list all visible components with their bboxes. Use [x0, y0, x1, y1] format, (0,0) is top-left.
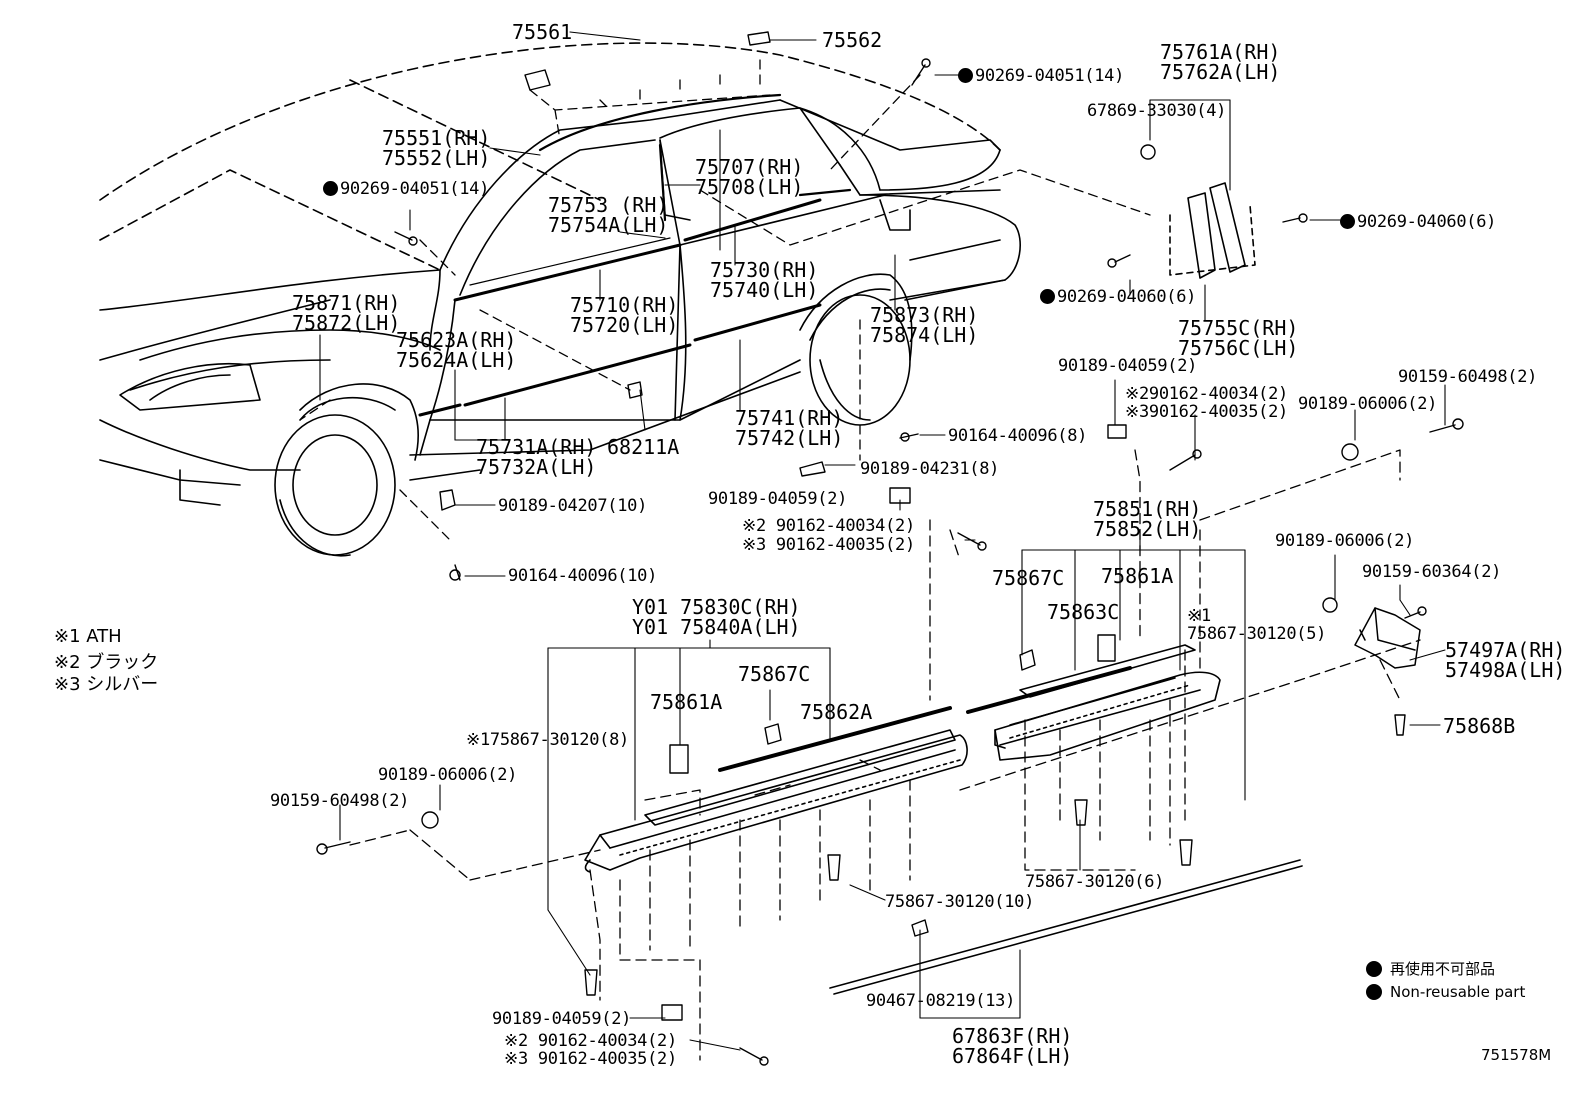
left-rocker-panel: [584, 706, 968, 873]
label-75867-30120-8: ※175867-30120(8): [466, 730, 629, 750]
label-75623a-rh: 75623A(RH): [396, 328, 517, 352]
note-3: ※3 シルバー: [54, 674, 159, 695]
car-moldings: [418, 93, 852, 417]
legend-jp: 再使用不可部品: [1366, 958, 1495, 979]
label-90162-40035-a: ※390162-40035(2): [1125, 402, 1288, 422]
label-57498a-lh: 57498A(LH): [1445, 658, 1566, 682]
label-75867-30120-6: 75867-30120(6): [1025, 872, 1165, 892]
label-75867c-right: 75867C: [992, 566, 1065, 590]
label-90162-40034-c: ※2 90162-40034(2): [504, 1031, 677, 1051]
label-75720-lh: 75720(LH): [570, 313, 679, 337]
non-reusable-dot-icon: [958, 68, 973, 83]
label-75852-lh: 75852(LH): [1093, 517, 1202, 541]
label-75551-rh: 75551(RH): [382, 126, 491, 150]
non-reusable-dot-icon: [323, 181, 338, 196]
right-rocker-panel: [966, 644, 1221, 761]
label-75851-rh: 75851(RH): [1093, 497, 1202, 521]
label-75762a-lh: 75762A(LH): [1160, 60, 1281, 84]
label-75874-lh: 75874(LH): [870, 323, 979, 347]
label-75708-lh: 75708(LH): [695, 175, 804, 199]
non-reusable-dot-icon: [1340, 214, 1355, 229]
label-90189-04207: 90189-04207(10): [498, 496, 648, 516]
label-75710-rh: 75710(RH): [570, 293, 679, 317]
door-step-strip: [829, 859, 1303, 995]
label-75624a-lh: 75624A(LH): [396, 348, 517, 372]
label-75861a-left: 75861A: [650, 690, 723, 714]
label-75740-lh: 75740(LH): [710, 278, 819, 302]
label-90162-40035-c: ※3 90162-40035(2): [504, 1049, 677, 1069]
label-90189-04231: 90189-04231(8): [860, 459, 1000, 479]
leader-lines: [319, 31, 1446, 1051]
label-57497a-rh: 57497A(RH): [1445, 638, 1566, 662]
label-75873-rh: 75873(RH): [870, 303, 979, 327]
label-90164-40096-a: 90164-40096(8): [948, 426, 1088, 446]
label-75730-rh: 75730(RH): [710, 258, 819, 282]
rear-bracket: [1354, 607, 1421, 669]
label-90189-06006-c: 90189-06006(2): [378, 765, 518, 785]
legend-en: Non-reusable part: [1366, 983, 1525, 1001]
label-75868b: 75868B: [1443, 714, 1516, 738]
label-90189-04059-c: 90189-04059(2): [492, 1009, 632, 1029]
label-75761a-rh: 75761A(RH): [1160, 40, 1281, 64]
label-90269-04060-mid: 90269-04060(6): [1040, 288, 1196, 306]
label-90189-06006-b: 90189-06006(2): [1275, 531, 1415, 551]
label-67864f-lh: 67864F(LH): [952, 1044, 1073, 1068]
label-y01-75830c-rh: Y01 75830C(RH): [632, 595, 801, 619]
label-75561: 75561: [512, 20, 573, 44]
fasteners: [316, 31, 1464, 1066]
label-75867c-left: 75867C: [738, 662, 811, 686]
label-90269-04051-top: 90269-04051(14): [958, 67, 1124, 85]
label-75871-rh: 75871(RH): [292, 291, 401, 315]
label-75742-lh: 75742(LH): [735, 426, 844, 450]
assembly-dashed-lines: [349, 449, 1421, 1061]
label-90159-60498-b: 90159-60498(2): [270, 791, 410, 811]
label-75863c: 75863C: [1047, 600, 1120, 624]
label-90162-40034-a: ※290162-40034(2): [1125, 384, 1288, 404]
label-75867-30120-10: 75867-30120(10): [885, 892, 1035, 912]
label-75552-lh: 75552(LH): [382, 146, 491, 170]
label-90467-08219: 90467-08219(13): [866, 991, 1016, 1011]
label-90269-04051-left: 90269-04051(14): [323, 180, 489, 198]
non-reusable-dot-icon: [1040, 289, 1055, 304]
label-90159-60364: 90159-60364(2): [1362, 562, 1502, 582]
label-90189-06006-a: 90189-06006(2): [1298, 394, 1438, 414]
label-67869-33030: 67869-33030(4): [1087, 101, 1227, 121]
label-y01-75840a-lh: Y01 75840A(LH): [632, 615, 801, 639]
label-75731a-rh: 75731A(RH): [476, 435, 597, 459]
note-2: ※2 ブラック: [54, 652, 159, 673]
car-body-outline: [99, 42, 1021, 557]
label-75755c-rh: 75755C(RH): [1178, 316, 1299, 340]
label-90189-04059-b: 90189-04059(2): [708, 489, 848, 509]
label-75862a: 75862A: [800, 700, 873, 724]
label-75741-rh: 75741(RH): [735, 406, 844, 430]
label-75754a-lh: 75754A(LH): [548, 213, 669, 237]
label-75872-lh: 75872(LH): [292, 311, 401, 335]
label-75707-rh: 75707(RH): [695, 155, 804, 179]
label-75756c-lh: 75756C(LH): [1178, 336, 1299, 360]
label-75867-30120-5: ※1 75867-30120(5): [1187, 606, 1327, 644]
note-1: ※1 ATH: [54, 626, 122, 647]
legend-dot-icon: [1366, 961, 1382, 977]
label-90269-04060-right: 90269-04060(6): [1340, 213, 1496, 231]
label-67863f-rh: 67863F(RH): [952, 1024, 1073, 1048]
legend-dot-icon: [1366, 984, 1382, 1000]
label-75732a-lh: 75732A(LH): [476, 455, 597, 479]
label-75562: 75562: [822, 28, 883, 52]
label-75753-rh: 75753 (RH): [548, 193, 669, 217]
label-90159-60498-a: 90159-60498(2): [1398, 367, 1538, 387]
car-dashed-leaders: [299, 59, 1151, 541]
label-90162-40034-b: ※2 90162-40034(2): [742, 516, 915, 536]
label-90189-04059-a: 90189-04059(2): [1058, 356, 1198, 376]
mud-guard: [1169, 182, 1256, 279]
label-90164-40096-b: 90164-40096(10): [508, 566, 658, 586]
label-75861a-right: 75861A: [1101, 564, 1174, 588]
figure-id: 751578M: [1481, 1046, 1552, 1064]
label-90162-40035-b: ※3 90162-40035(2): [742, 535, 915, 555]
label-68211a: 68211A: [607, 435, 680, 459]
